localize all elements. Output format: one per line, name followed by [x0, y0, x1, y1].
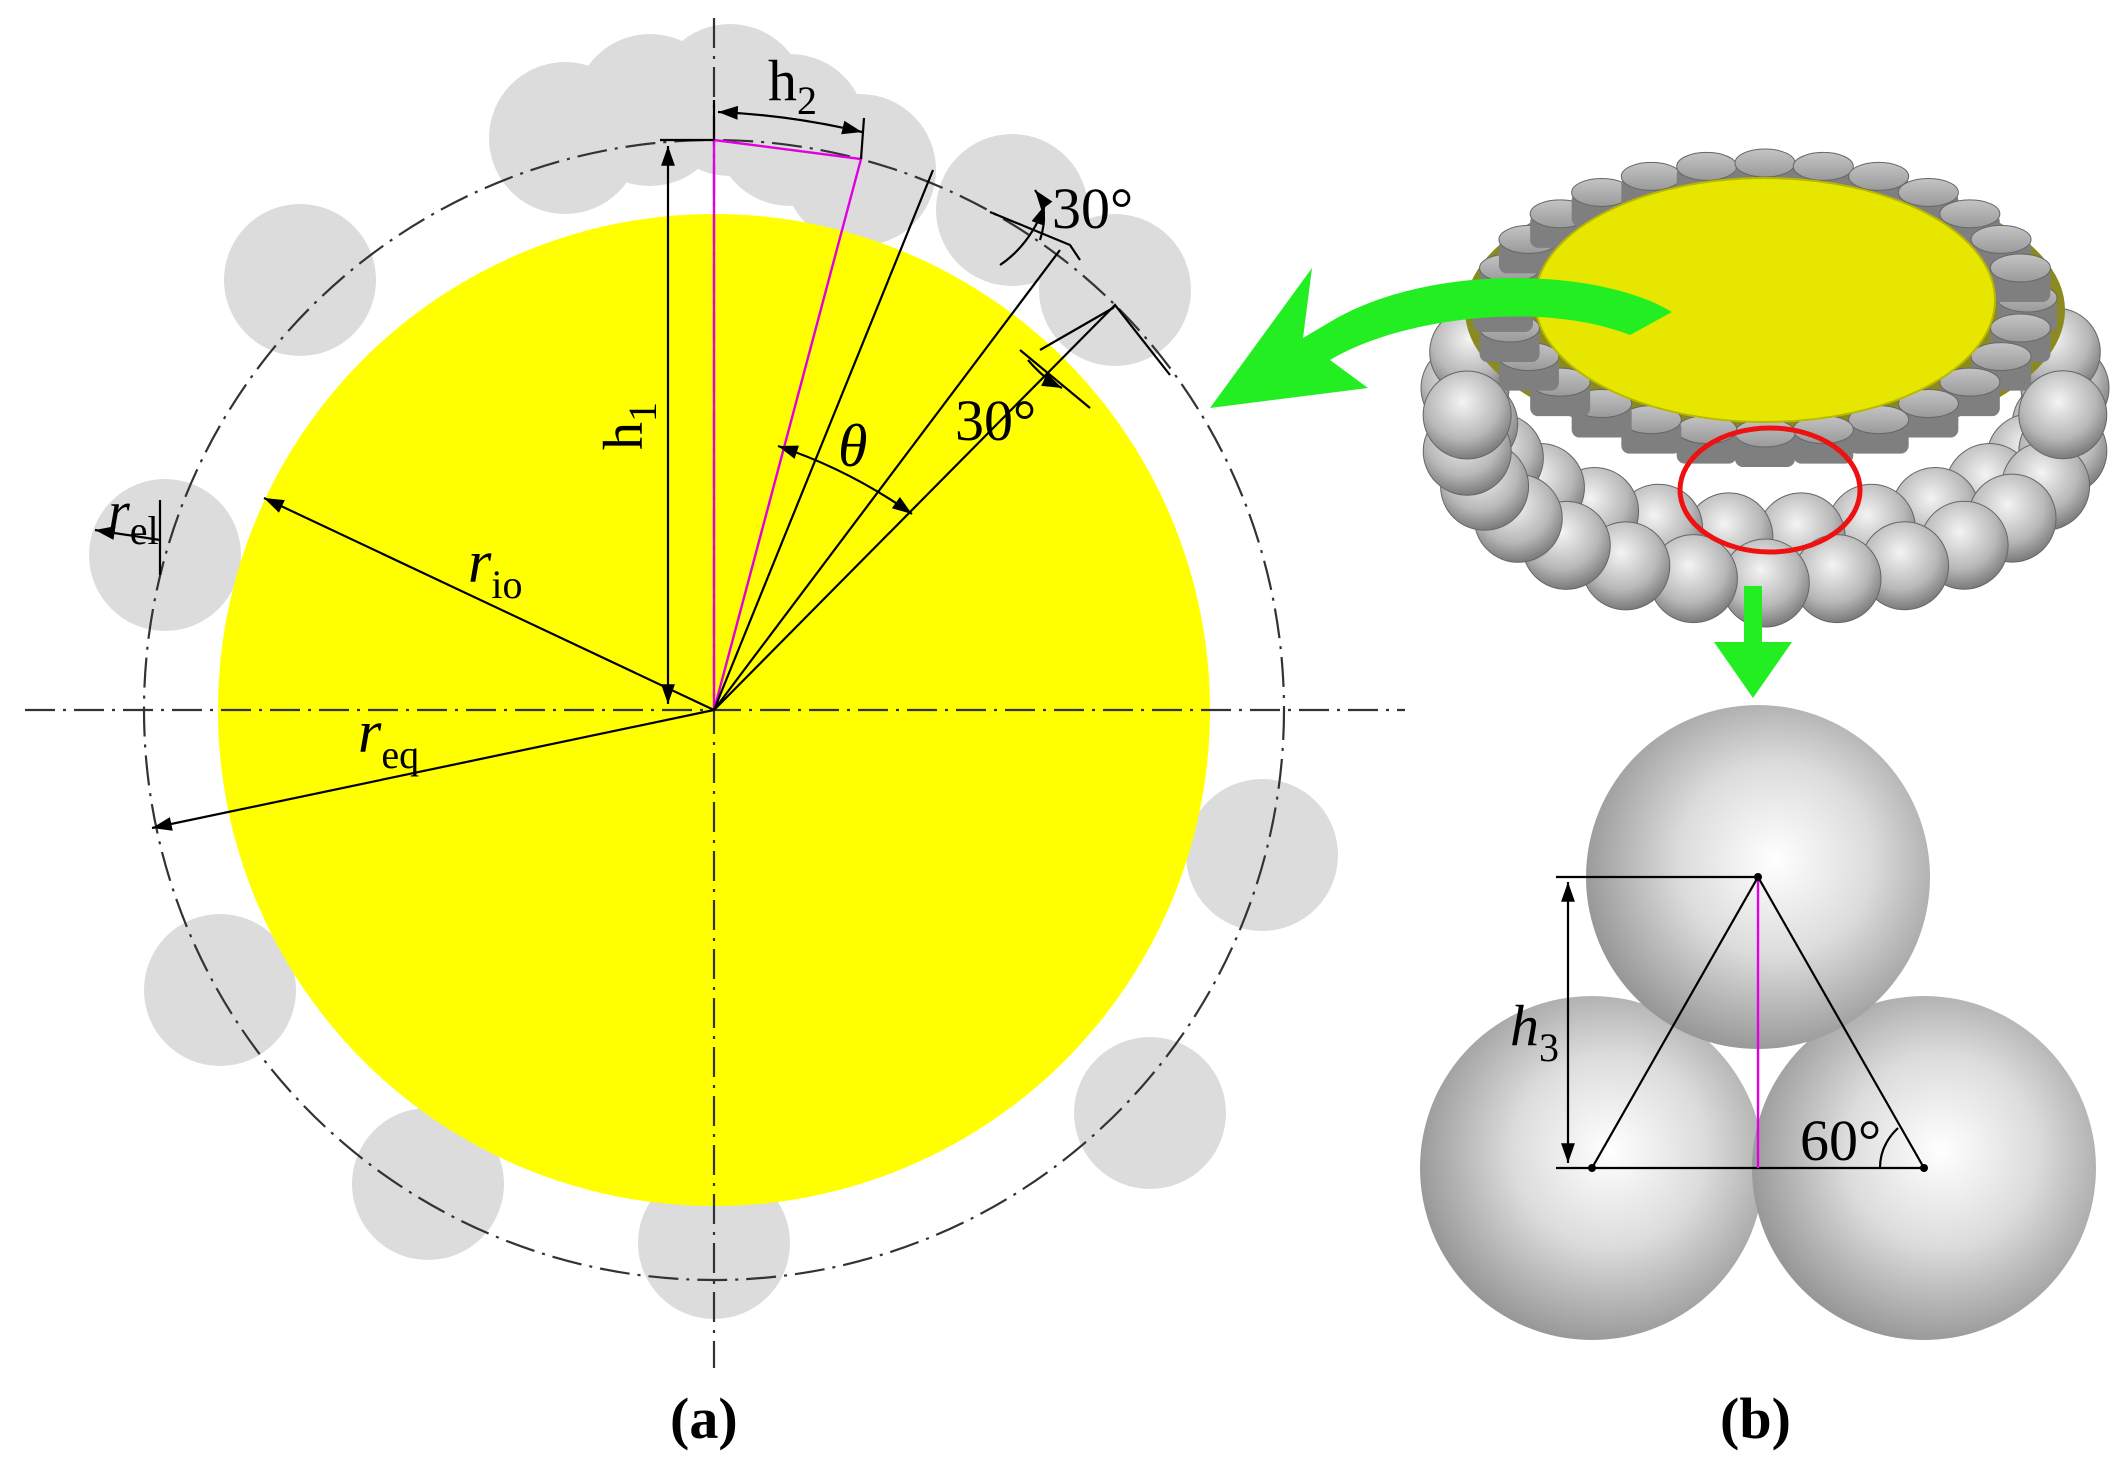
surface-particle — [89, 479, 241, 631]
vertex-right — [1920, 1164, 1928, 1172]
angle-top-label: 30° — [1052, 176, 1133, 241]
theta-arc — [777, 444, 913, 515]
angle-mid-label: 30° — [955, 388, 1036, 453]
vertex-top — [1754, 873, 1762, 881]
rel-label: rel — [108, 481, 159, 553]
selection-ring — [1677, 425, 1863, 555]
disk-model — [1420, 148, 2110, 628]
down-arrow — [1714, 586, 1792, 698]
model-cap — [1734, 148, 1796, 178]
radial-line-1 — [712, 169, 935, 711]
surface-particle — [936, 134, 1088, 286]
panel-b: h3 60° (b) — [1210, 148, 2110, 1451]
angle-60-arc — [1878, 1127, 1899, 1169]
angle-arc-top-2 — [1034, 189, 1053, 241]
model-sphere — [1422, 370, 1512, 460]
model-cap — [1989, 313, 2051, 343]
angle-arc-top — [999, 204, 1047, 266]
model-sphere — [2018, 370, 2108, 460]
theta-label: θ — [838, 413, 867, 479]
curved-arrow — [1210, 268, 1672, 408]
surface-particle — [1186, 779, 1338, 931]
h1-label: h1 — [593, 402, 665, 450]
surface-particle — [1074, 1037, 1226, 1189]
angle-60-label: 60° — [1800, 1108, 1881, 1173]
model-cap — [1897, 389, 1959, 419]
h2-dimension — [717, 105, 863, 135]
vertex-left — [1588, 1164, 1596, 1172]
h2-label: h2 — [768, 48, 817, 123]
model-cap — [1620, 161, 1682, 191]
req-label: req — [358, 699, 419, 777]
h3-label: h3 — [1510, 993, 1559, 1070]
h2-ext-right — [859, 117, 866, 160]
model-cap — [1792, 151, 1854, 181]
caption-b: (b) — [1720, 1386, 1791, 1451]
surface-particle — [144, 914, 296, 1066]
rel-dimension — [94, 526, 161, 542]
model-cap — [1970, 342, 2032, 372]
model-cap — [1970, 224, 2032, 254]
angle-arc-mid — [1027, 359, 1063, 389]
model-cap — [1939, 199, 2001, 229]
model-cap — [1848, 161, 1910, 191]
rio-dimension — [263, 497, 715, 711]
model-cap — [1897, 177, 1959, 207]
model-cap — [1989, 253, 2051, 283]
model-cap — [1939, 367, 2001, 397]
surface-particle — [224, 204, 376, 356]
angle-construction-top — [989, 210, 1081, 261]
model-cap — [1676, 151, 1738, 181]
rio-label: rio — [468, 529, 522, 607]
panel-a: h2 h1 30° 30° θ rio req rel (a) — [25, 18, 1405, 1451]
caption-a: (a) — [670, 1386, 738, 1451]
req-dimension — [151, 708, 715, 831]
angle-construction-mid — [1039, 303, 1171, 376]
